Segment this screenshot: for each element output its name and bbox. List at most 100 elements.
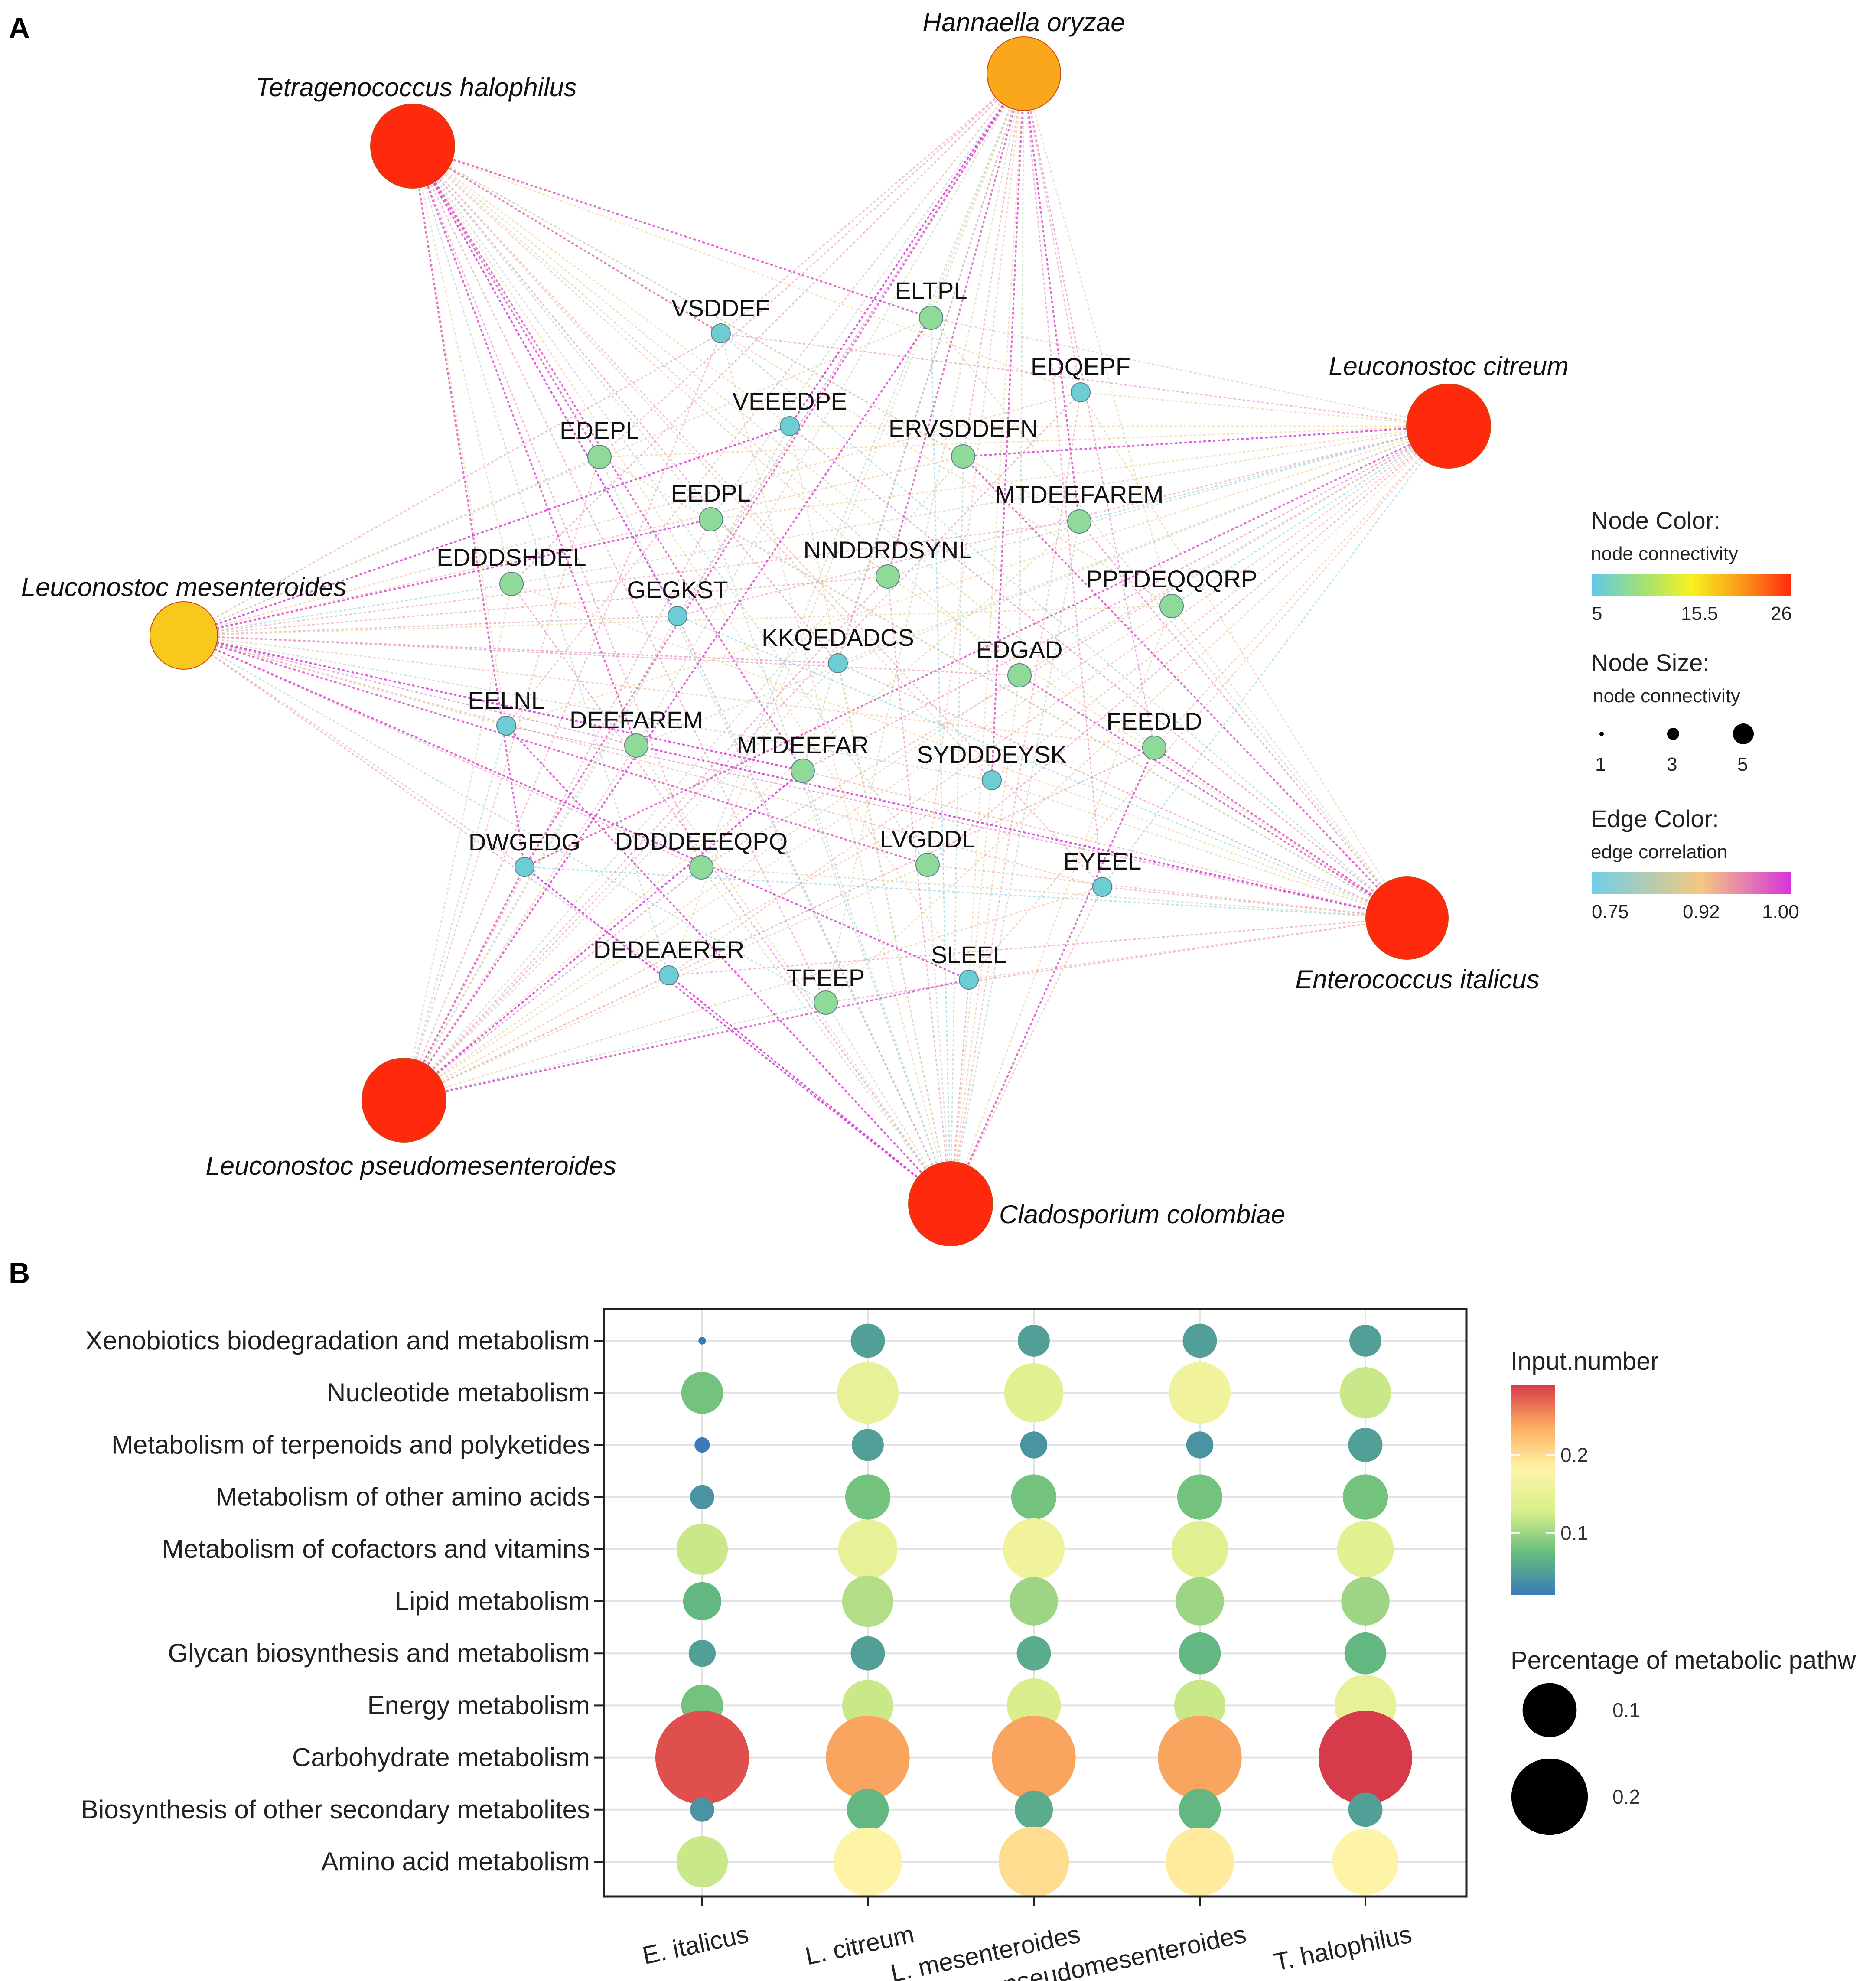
network-node-label: Leuconostoc pseudomesenteroides (205, 1151, 616, 1180)
network-node (959, 970, 979, 990)
network-edge (403, 391, 1081, 1101)
network-node-label: LVGDDL (880, 825, 975, 853)
bubble-point (1186, 1431, 1214, 1459)
network-node-label: FEEDLD (1107, 707, 1202, 735)
network-edge (403, 616, 678, 1101)
y-tick-label: Metabolism of terpenoids and polyketides (111, 1430, 590, 1459)
bubble-point (1169, 1362, 1231, 1424)
network-node (699, 507, 723, 531)
network-edge (887, 576, 951, 1204)
network-node-label: SYDDDEYSK (917, 741, 1066, 768)
network-edge (825, 425, 1449, 1004)
y-tick-label: Nucleotide metabolism (327, 1378, 590, 1407)
bubble-point (1182, 1323, 1217, 1358)
legend-node-size-dot-medium (1667, 728, 1679, 740)
network-node (711, 323, 731, 343)
bubble-point (1332, 1828, 1399, 1895)
network-node-label: Enterococcus italicus (1295, 965, 1540, 994)
legend-color-tick-label: 0.1 (1560, 1522, 1588, 1544)
network-edge (183, 635, 507, 727)
legend-node-color-tick: 15.5 (1681, 603, 1718, 624)
network-legend: Node Color: node connectivity 5 15.5 26 … (1591, 507, 1799, 922)
network-edge (1171, 425, 1449, 607)
network-node-label: PPTDEQQQRP (1086, 565, 1257, 593)
network-node (780, 416, 800, 436)
network-edge (1023, 73, 1081, 393)
legend-node-size-tick: 1 (1595, 754, 1606, 775)
network-edge (183, 576, 888, 636)
network-edge (412, 146, 525, 867)
network-edge (701, 425, 1449, 868)
network-edge (1080, 392, 1408, 919)
network-node-label: DEDEAERER (593, 936, 745, 963)
bubble-point (1341, 1577, 1390, 1626)
bubble-point (850, 1323, 885, 1358)
network-node (908, 1161, 993, 1246)
network-edge (404, 521, 1080, 1101)
network-edge (412, 145, 889, 577)
bubble-point (1018, 1325, 1050, 1357)
network-edge (412, 146, 637, 746)
legend-size-circle (1511, 1758, 1588, 1835)
x-tick-label: E. italicus (640, 1920, 751, 1970)
network-edge (404, 674, 1020, 1101)
network-edge (710, 518, 1407, 919)
y-tick-label: Xenobiotics biodegradation and metabolis… (85, 1326, 590, 1355)
bubble-point (1003, 1518, 1065, 1580)
bubble-point (1176, 1577, 1224, 1626)
bubble-y-labels: Xenobiotics biodegradation and metabolis… (81, 1326, 604, 1876)
network-edge (403, 333, 722, 1101)
network-edge (183, 635, 803, 772)
network-edge (505, 73, 1025, 726)
network-edge (927, 73, 1025, 865)
legend-size-label: 0.1 (1612, 1699, 1640, 1721)
network-edge (183, 635, 1103, 888)
network-edge (950, 675, 1020, 1204)
network-edge (950, 747, 1155, 1204)
network-edge (636, 745, 1407, 919)
network-edge (1023, 73, 1172, 606)
network-edge (412, 146, 670, 976)
bubble-chart: Xenobiotics biodegradation and metabolis… (81, 1308, 1468, 1981)
network-edge (412, 145, 790, 427)
bubble-point (676, 1523, 728, 1575)
network-edge (412, 145, 1172, 607)
bubble-point (1020, 1431, 1048, 1459)
bubble-point (1179, 1632, 1221, 1675)
network-node-label: EDQEPF (1031, 353, 1130, 380)
network-edge (837, 662, 1407, 919)
network-node-label: Leuconostoc citreum (1329, 352, 1569, 381)
network-edge (825, 73, 1025, 1003)
network-edge (1101, 426, 1449, 887)
legend-node-size-dot-small (1599, 732, 1604, 736)
network-edge (720, 333, 951, 1204)
network-node (659, 965, 679, 985)
network-edge (635, 745, 951, 1204)
network-edge (950, 521, 1080, 1204)
network-edge (677, 616, 951, 1204)
network-edge (677, 615, 1407, 919)
network-edge (991, 779, 1407, 919)
legend-edge-color-bar (1592, 872, 1791, 894)
network-edge (183, 635, 992, 781)
network-edge (404, 1002, 826, 1101)
legend-node-color-title: Node Color: (1591, 507, 1720, 534)
network-edge (403, 662, 839, 1101)
network-edge (183, 635, 969, 981)
legend-color-tick-label: 0.2 (1560, 1444, 1588, 1466)
network-edge (412, 146, 928, 865)
network-node (791, 759, 815, 783)
bubble-point (852, 1429, 884, 1461)
network-edge (183, 635, 928, 866)
bubble-point (847, 1789, 889, 1831)
network-edge (524, 866, 1407, 919)
network-edge (511, 73, 1025, 585)
network-edge (404, 979, 969, 1101)
bubble-point (834, 1828, 902, 1896)
network-edge (701, 867, 1407, 919)
network-node (370, 104, 455, 189)
network-node-label: Tetragenococcus halophilus (255, 73, 577, 102)
